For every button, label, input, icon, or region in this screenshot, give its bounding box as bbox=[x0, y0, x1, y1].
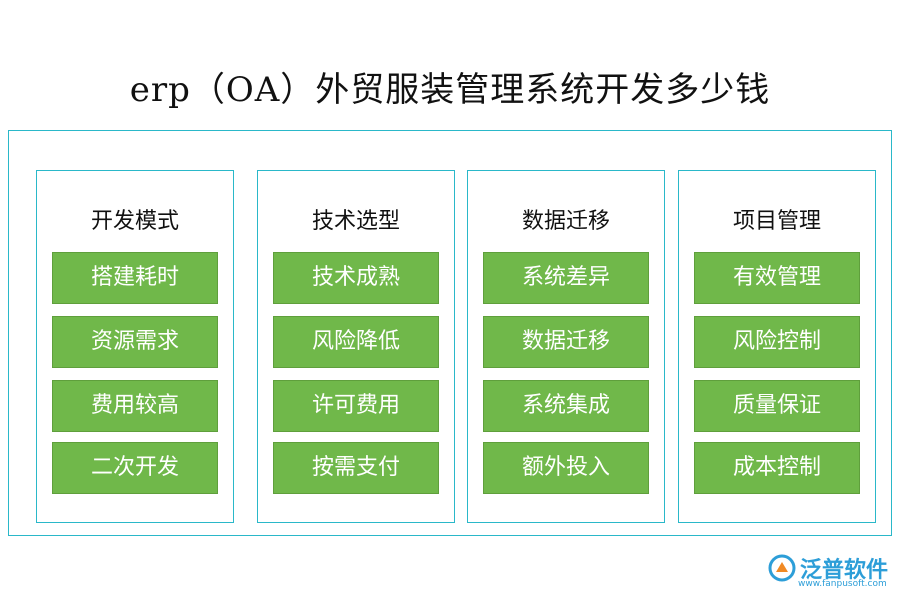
outer-frame bbox=[8, 130, 892, 536]
column-dev-mode: 开发模式 搭建耗时 资源需求 费用较高 二次开发 bbox=[36, 170, 234, 523]
page-title: erp（OA）外贸服装管理系统开发多少钱 bbox=[129, 70, 771, 110]
brand-url: www.fanpusoft.com bbox=[798, 579, 887, 589]
item-box: 技术成熟 bbox=[273, 252, 439, 304]
item-box: 许可费用 bbox=[273, 380, 439, 432]
item-box: 系统差异 bbox=[483, 252, 649, 304]
item-box: 质量保证 bbox=[694, 380, 860, 432]
column-heading: 开发模式 bbox=[90, 209, 179, 234]
item-box: 二次开发 bbox=[52, 442, 218, 494]
item-box: 资源需求 bbox=[52, 316, 218, 368]
item-box: 费用较高 bbox=[52, 380, 218, 432]
item-box: 额外投入 bbox=[483, 442, 649, 494]
item-box: 风险控制 bbox=[694, 316, 860, 368]
column-heading: 技术选型 bbox=[311, 209, 400, 234]
brand-name: 泛普软件 bbox=[800, 558, 889, 583]
item-box: 系统集成 bbox=[483, 380, 649, 432]
column-heading: 项目管理 bbox=[732, 209, 821, 234]
column-tech-selection: 技术选型 技术成熟 风险降低 许可费用 按需支付 bbox=[257, 170, 455, 523]
column-heading: 数据迁移 bbox=[521, 209, 610, 234]
item-box: 有效管理 bbox=[694, 252, 860, 304]
item-box: 风险降低 bbox=[273, 316, 439, 368]
column-data-migration: 数据迁移 系统差异 数据迁移 系统集成 额外投入 bbox=[467, 170, 665, 523]
column-project-mgmt: 项目管理 有效管理 风险控制 质量保证 成本控制 bbox=[678, 170, 876, 523]
brand-logo-icon bbox=[768, 554, 796, 582]
item-box: 数据迁移 bbox=[483, 316, 649, 368]
item-box: 成本控制 bbox=[694, 442, 860, 494]
item-box: 按需支付 bbox=[273, 442, 439, 494]
brand-logo: 泛普软件 www.fanpusoft.com bbox=[768, 552, 893, 592]
item-box: 搭建耗时 bbox=[52, 252, 218, 304]
